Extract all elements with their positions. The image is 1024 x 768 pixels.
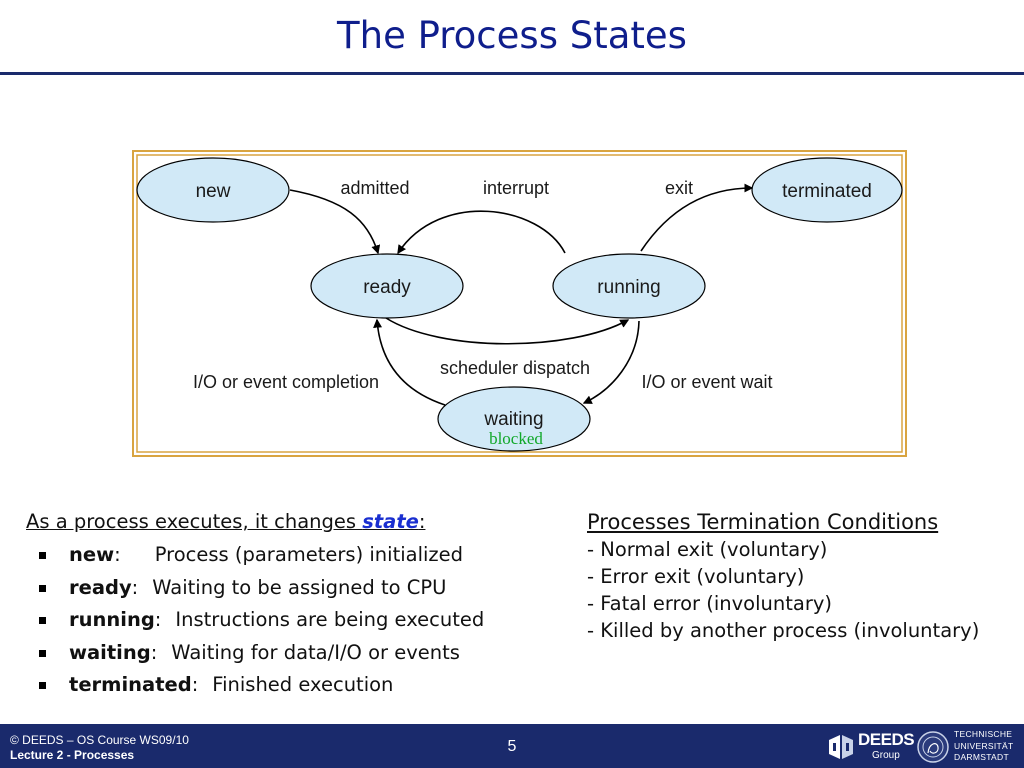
state-desc: Waiting to be assigned to CPU: [152, 575, 447, 599]
edge-new-to-ready: [289, 189, 381, 255]
state-node-terminated: [751, 157, 903, 223]
tu-line-1: TECHNISCHE: [954, 729, 1013, 739]
page-number: 5: [507, 738, 517, 755]
edge-label-admitted: admitted: [340, 178, 409, 198]
termination-heading: Processes Termination Conditions: [587, 510, 939, 534]
footer-lecture: Lecture 2 - Processes: [10, 748, 135, 762]
list-item: ready: Waiting to be assigned to CPU: [26, 572, 526, 605]
square-bullet-icon: [39, 649, 46, 657]
tu-darmstadt-logo: TECHNISCHE UNIVERSITÄT DARMSTADT: [916, 727, 1020, 767]
square-bullet-icon: [39, 584, 46, 592]
edge-label-scheduler-dispatch: scheduler dispatch: [440, 358, 590, 378]
states-bullet-list: new: Process (parameters) initialized rea…: [26, 539, 526, 702]
state-sep: :: [150, 640, 158, 664]
state-desc: Instructions are being executed: [175, 608, 485, 631]
slide-footer: © DEEDS – OS Course WS09/10 Lecture 2 - …: [0, 724, 1024, 768]
node-label-waiting: waiting: [483, 409, 543, 430]
state-term: waiting: [69, 640, 151, 664]
slide-title: The Process States: [337, 14, 687, 57]
deeds-logo-sub: Group: [872, 750, 900, 761]
university-seal-icon: [917, 731, 949, 763]
deeds-mark-icon: [829, 735, 853, 759]
states-list-section: As a process executes, it changes state:…: [26, 510, 526, 702]
state-node-waiting: [437, 386, 591, 452]
title-divider: [0, 72, 1024, 75]
termination-section: Processes Termination Conditions - Norma…: [587, 510, 1017, 644]
edge-waiting-to-ready: [373, 318, 446, 406]
list-item: terminated: Finished execution: [26, 669, 526, 702]
state-term: new: [69, 543, 115, 566]
heading-suffix: :: [418, 510, 426, 533]
state-desc: Waiting for data/I/O or events: [171, 640, 460, 664]
process-state-diagram: new terminated ready running waiting blo…: [132, 150, 907, 457]
edge-ready-to-running: [385, 317, 630, 345]
state-term: terminated: [69, 673, 192, 696]
deeds-logo: DEEDS Group: [826, 728, 915, 766]
termination-item: - Fatal error (involuntary): [587, 592, 832, 615]
edge-running-to-terminated: [640, 183, 754, 252]
diagram-frame-inner: [136, 154, 903, 453]
node-label-ready: ready: [363, 277, 411, 298]
state-sep: :: [191, 673, 199, 696]
square-bullet-icon: [39, 552, 46, 559]
node-sublabel-blocked: blocked: [489, 429, 543, 448]
tu-darmstadt-wordmark: TECHNISCHE UNIVERSITÄT DARMSTADT: [954, 729, 1014, 764]
state-node-running: [552, 253, 706, 319]
state-desc: Finished execution: [212, 673, 394, 696]
footer-copyright: © DEEDS – OS Course WS09/10: [10, 733, 189, 747]
list-item: running: Instructions are being executed: [26, 604, 526, 637]
termination-item: - Error exit (voluntary): [587, 565, 805, 588]
deeds-logo-word: DEEDS: [858, 730, 915, 749]
state-sep: :: [114, 543, 121, 566]
termination-item: - Normal exit (voluntary): [587, 538, 828, 561]
edge-label-interrupt: interrupt: [483, 178, 549, 198]
state-sep: :: [154, 608, 162, 631]
list-item: waiting: Waiting for data/I/O or events: [26, 637, 526, 670]
node-label-terminated: terminated: [782, 181, 872, 202]
termination-item: - Killed by another process (involuntary…: [587, 619, 980, 642]
edge-label-exit: exit: [665, 178, 693, 198]
states-list-heading: As a process executes, it changes state:: [26, 510, 526, 533]
tu-line-2: UNIVERSITÄT: [954, 740, 1014, 751]
square-bullet-icon: [39, 682, 46, 689]
heading-prefix: As a process executes, it changes: [26, 510, 363, 533]
node-label-new: new: [196, 181, 231, 202]
state-term: running: [69, 608, 155, 631]
node-label-running: running: [597, 277, 660, 298]
heading-keyword-state: state: [362, 510, 419, 533]
tu-line-3: DARMSTADT: [954, 752, 1009, 762]
edge-running-to-waiting: [582, 320, 640, 404]
square-bullet-icon: [39, 617, 46, 624]
edge-label-io-wait: I/O or event wait: [641, 372, 772, 392]
footer-credits: © DEEDS – OS Course WS09/10 Lecture 2 - …: [10, 733, 189, 763]
edge-running-to-ready: [397, 210, 566, 255]
state-sep: :: [131, 575, 139, 599]
edge-label-io-completion: I/O or event completion: [193, 372, 379, 392]
state-node-new: [136, 157, 290, 223]
state-desc: Process (parameters) initialized: [154, 543, 464, 566]
list-item: new: Process (parameters) initialized: [26, 539, 526, 572]
state-term: ready: [69, 575, 132, 599]
state-node-ready: [310, 253, 464, 319]
